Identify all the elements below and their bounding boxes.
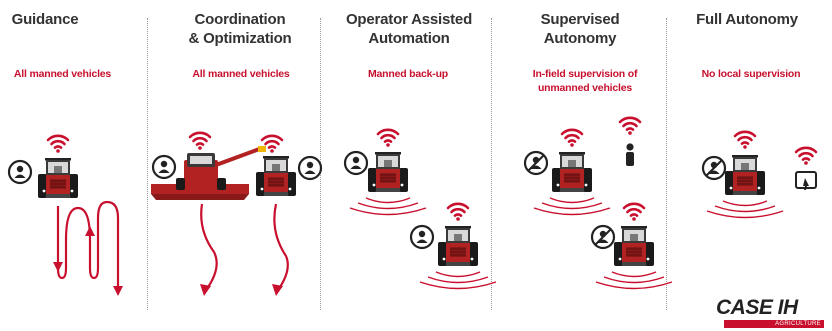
stage-4-subtitle: In-field supervision of unmanned vehicle… (532, 68, 638, 94)
signal-arcs (349, 197, 427, 216)
operator-icon (409, 224, 435, 250)
tractor-icon (437, 225, 479, 267)
stage-5-title: Full Autonomy (696, 11, 798, 28)
stage-3-title: Operator Assisted Automation (345, 11, 473, 47)
stage-2-subtitle: All manned vehicles (192, 68, 290, 80)
stage-4-title: Supervised Autonomy (540, 11, 620, 47)
wifi-icon (618, 116, 642, 137)
logo-tagline: AGRICULTURE (724, 320, 824, 328)
person-icon (626, 143, 634, 166)
stage-2-scene (151, 131, 323, 296)
path-arrow-icon (56, 200, 120, 292)
signal-arcs (706, 200, 784, 219)
wifi-icon (446, 202, 470, 223)
tractor-icon (255, 155, 297, 197)
stage-3-subtitle: Manned back-up (367, 68, 449, 80)
stage-5-scene (701, 130, 818, 219)
divider-3 (491, 18, 492, 310)
stage-5-subtitle: No local supervision (701, 68, 801, 80)
tractor-icon (367, 151, 409, 193)
wifi-icon (794, 146, 818, 167)
tractor-icon (37, 157, 79, 199)
operator-crossed-icon (701, 155, 727, 181)
stage-3-scene (343, 128, 497, 290)
wifi-icon (733, 130, 757, 151)
operator-icon (343, 150, 369, 176)
stage-1-scene (7, 134, 123, 296)
signal-arcs (595, 271, 673, 290)
path-arrow-icon (200, 203, 218, 291)
tractor-icon (551, 151, 593, 193)
operator-icon (7, 159, 33, 185)
stage-1-subtitle: All manned vehicles (13, 68, 112, 80)
stage-4-scene (523, 116, 673, 290)
wifi-icon (188, 131, 212, 152)
logo-text: CASE IH (716, 296, 798, 319)
operator-icon (151, 154, 177, 180)
path-arrow-icon (273, 203, 289, 291)
wifi-icon (376, 128, 400, 149)
tractor-icon (613, 225, 655, 267)
operator-crossed-icon (523, 150, 549, 176)
divider-4 (666, 18, 667, 310)
divider-1 (147, 18, 148, 310)
wifi-icon (622, 202, 646, 223)
stage-2-title: Coordination & Optimization (188, 11, 292, 47)
case-ih-logo: CASE IH AGRICULTURE (716, 296, 826, 330)
stage-1-title: Guidance (11, 11, 79, 28)
operator-crossed-icon (590, 224, 616, 250)
signal-arcs (419, 271, 497, 290)
tablet-icon (795, 171, 817, 190)
tractor-icon (724, 154, 766, 196)
signal-arcs (533, 197, 611, 216)
wifi-icon (560, 128, 584, 149)
wifi-icon (46, 134, 70, 155)
operator-icon (297, 155, 323, 181)
combine-harvester-icon (151, 146, 266, 200)
